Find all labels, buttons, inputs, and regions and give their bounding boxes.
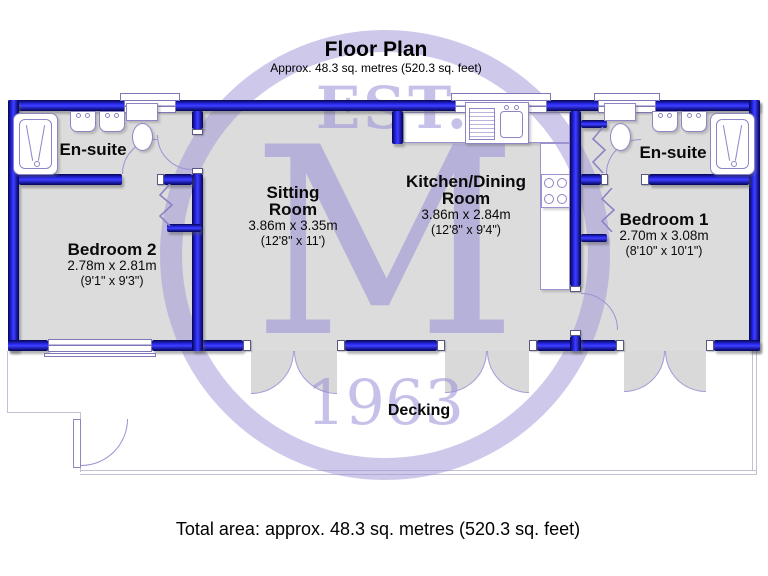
door-jamb — [192, 129, 203, 135]
room-dim-metric: 3.86m x 2.84m — [421, 207, 511, 222]
wall-divider-right — [570, 336, 581, 351]
shower-line — [734, 125, 743, 161]
label-ensuite-right: En-suite — [639, 144, 706, 161]
door-jamb — [570, 330, 581, 336]
label-bedroom2: Bedroom 2 2.78m x 2.81m (9'1" x 9'3") — [67, 241, 156, 288]
shower-line — [37, 125, 46, 161]
door-jamb — [570, 286, 581, 292]
wall-left — [8, 100, 19, 351]
watermark-monogram: M — [251, 93, 519, 395]
shower-tray — [19, 119, 52, 169]
shower-line — [25, 125, 34, 161]
shower-tray — [716, 119, 749, 169]
decking-edge — [756, 351, 757, 475]
shower-drain-icon — [34, 161, 40, 167]
door-jamb — [243, 340, 251, 351]
wall-divider-left — [192, 174, 203, 351]
toilet-cistern — [604, 103, 636, 121]
wall-bottom-segment — [8, 340, 48, 351]
room-name: En-suite — [59, 140, 127, 159]
decking-edge — [80, 465, 81, 472]
door-jamb — [616, 340, 624, 351]
room-dim-imperial: (12'8" x 11') — [260, 234, 326, 248]
door-jamb — [601, 174, 608, 185]
sitting-room-door-swing — [157, 135, 192, 170]
sink-drainer — [469, 108, 495, 140]
room-dim-imperial: (9'1" x 9'3") — [80, 274, 144, 288]
door-jamb — [337, 340, 345, 351]
toilet-bowl — [610, 123, 631, 151]
bifold-door-icon — [158, 184, 174, 226]
room-dim-metric: 2.78m x 2.81m — [67, 258, 157, 273]
window-bedroom2 — [48, 339, 152, 352]
sink-basin — [70, 111, 96, 132]
decking-edge — [80, 412, 81, 421]
kitchen-sink-unit — [465, 102, 529, 144]
wardrobe-wall-bedroom1 — [581, 234, 607, 242]
door-jamb — [706, 340, 714, 351]
window-sill — [44, 353, 156, 357]
watermark-year: 1963 — [306, 366, 464, 439]
door-jamb — [437, 340, 445, 351]
shower-drain-icon — [731, 161, 737, 167]
door-jamb — [529, 340, 537, 351]
wall-ensuite-right — [649, 174, 749, 185]
decking-gate-door — [73, 419, 81, 468]
decking-edge — [7, 351, 8, 413]
label-kitchen-dining: Kitchen/Dining Room 3.86m x 2.84m (12'8"… — [395, 173, 537, 237]
label-ensuite-left: En-suite — [59, 141, 126, 158]
shower-line — [722, 125, 731, 161]
bifold-door-icon — [591, 127, 607, 173]
wall-divider-right — [570, 111, 581, 286]
room-dim-imperial: (12'8" x 9'4") — [431, 223, 501, 237]
room-name: Bedroom 2 — [67, 240, 157, 259]
french-door-leaf — [665, 351, 706, 392]
decking-edge — [752, 351, 753, 471]
wall-bottom-segment — [345, 340, 437, 351]
label-sitting-room: Sitting Room 3.86m x 3.35m (12'8" x 11') — [248, 184, 337, 248]
decking-gate-swing — [81, 419, 128, 466]
sink-basin — [99, 111, 125, 132]
wall-right — [749, 100, 760, 351]
wall-bottom-segment — [714, 340, 760, 351]
french-door-leaf — [624, 351, 665, 392]
faucet-icon — [504, 105, 509, 110]
label-decking: Decking — [388, 402, 450, 419]
page-title: Floor Plan — [324, 38, 428, 61]
wall-divider-left — [192, 111, 203, 129]
bifold-door-icon — [600, 188, 616, 232]
total-area-text: Total area: approx. 48.3 sq. metres (520… — [175, 519, 581, 539]
wardrobe-wall-hall — [581, 120, 607, 128]
door-jamb — [192, 168, 203, 174]
wall-ensuite-left — [164, 174, 192, 185]
door-arc-line — [81, 419, 128, 466]
plan-title-block: Floor Plan Approx. 48.3 sq. metres (520.… — [270, 39, 481, 76]
room-dim-metric: 3.86m x 3.35m — [248, 218, 338, 233]
toilet-bowl — [132, 123, 153, 151]
faucet-icon — [514, 105, 519, 110]
wall-kitchen-stub — [392, 111, 403, 144]
sink-bowl — [500, 111, 523, 138]
room-dim-metric: 2.70m x 3.08m — [619, 228, 709, 243]
shower-left — [13, 113, 58, 175]
sink-basin — [652, 111, 678, 132]
wardrobe-wall-bedroom2 — [167, 224, 201, 232]
room-dim-imperial: (8'10" x 10'1") — [625, 244, 703, 258]
wall-ensuite-right — [581, 174, 601, 185]
label-bedroom1: Bedroom 1 2.70m x 3.08m (8'10" x 10'1") — [619, 211, 708, 258]
toilet-cistern — [126, 103, 158, 121]
page-subtitle: Approx. 48.3 sq. metres (520.3 sq. feet) — [270, 61, 482, 75]
sink-basin — [681, 111, 707, 132]
wall-top — [8, 100, 760, 111]
shower-right — [710, 113, 755, 175]
door-jamb — [641, 174, 649, 185]
room-name: Decking — [387, 402, 451, 419]
door-jamb — [157, 174, 164, 185]
room-name: Sitting Room — [266, 183, 320, 219]
decking-edge — [7, 412, 81, 413]
room-name: Kitchen/Dining Room — [406, 172, 526, 208]
room-name: En-suite — [639, 143, 707, 162]
room-name: Bedroom 1 — [619, 210, 709, 229]
wall-ensuite-left — [19, 174, 122, 185]
